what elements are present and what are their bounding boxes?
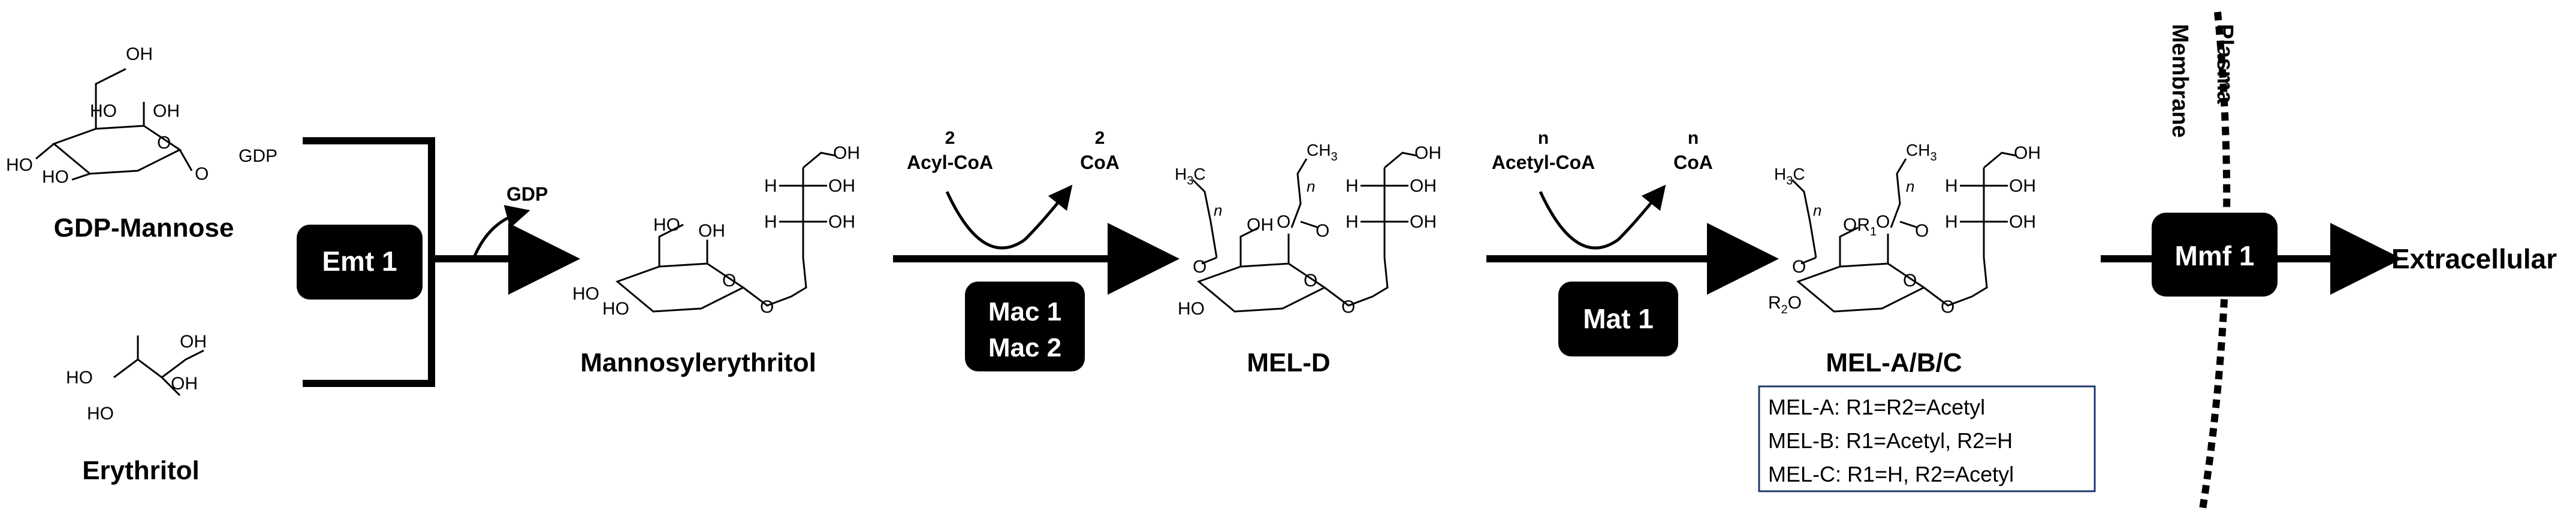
mmf1-enzyme-box: [2152, 213, 2278, 297]
mel-abc-structure: [1791, 152, 2017, 313]
me-ho-2: HO: [602, 299, 629, 319]
melabc-or1: OR1: [1843, 215, 1877, 238]
erythritol-oh-2: OH: [171, 374, 198, 394]
meld-oh-2: OH: [1410, 176, 1437, 196]
me-oh-top: OH: [833, 143, 860, 163]
coa-out-label-1: CoA: [1080, 152, 1120, 173]
meld-n-2: n: [1307, 177, 1315, 195]
meld-oh-3: OH: [1410, 212, 1437, 232]
gdp-mannose-ho-left: HO: [6, 155, 33, 175]
me-ho-1: HO: [572, 284, 599, 304]
gdp-mannose-ho-mid: HO: [90, 101, 117, 121]
acetyl-coa-count: n: [1538, 128, 1549, 148]
acyl-coa-label: Acyl-CoA: [907, 152, 993, 173]
erythritol-ho-1: HO: [66, 368, 93, 388]
gdp-mannose-ring-o: O: [157, 133, 171, 153]
coa-out-count-2: n: [1688, 128, 1699, 148]
me-oh-1: HO: [653, 215, 680, 235]
meld-o-3: O: [1193, 257, 1206, 277]
me-ring-o: O: [722, 271, 736, 291]
melabc-oh-3: OH: [2009, 212, 2036, 232]
melabc-r2o: R2O: [1768, 293, 1802, 316]
melabc-o-ester: O: [1915, 221, 1929, 241]
meld-ring-o: O: [1304, 271, 1317, 291]
meld-o-ester: O: [1316, 221, 1329, 241]
erythritol-label: Erythritol: [82, 456, 200, 485]
meld-oh-1: OH: [1247, 215, 1274, 235]
legend-mel-b: MEL-B: R1=Acetyl, R2=H: [1768, 428, 2013, 453]
melabc-n-1: n: [1813, 201, 1821, 219]
meld-h3c: H3C: [1175, 165, 1206, 188]
melabc-h-2: H: [1945, 212, 1958, 232]
melabc-oh-top: OH: [2014, 143, 2041, 163]
acyl-coa-arc: [945, 185, 1073, 250]
gdp-mannose-ho-bottom: HO: [42, 167, 69, 187]
gdp-mannose-oh-top: OH: [126, 44, 153, 64]
acyl-coa-count: 2: [945, 128, 955, 148]
legend-mel-a: MEL-A: R1=R2=Acetyl: [1768, 395, 1985, 419]
melabc-n-2: n: [1906, 177, 1914, 195]
extracellular-label: Extracellular: [2391, 243, 2557, 274]
gdp-release-arrow: [472, 205, 530, 259]
melabc-oh-2: OH: [2009, 176, 2036, 196]
melabc-ch3: CH3: [1906, 141, 1937, 164]
mel-variants-legend-box: [1758, 385, 2096, 492]
mat1-enzyme-box: [1558, 282, 1678, 356]
me-h-2: H: [764, 212, 777, 232]
mmf1-enzyme-label: Mmf 1: [2175, 240, 2255, 271]
mac2-enzyme-label: Mac 2: [988, 333, 1061, 362]
gdp-mannose-o-gdp: O: [195, 164, 209, 184]
emt1-enzyme-label: Emt 1: [322, 246, 397, 277]
melabc-ring-o: O: [1903, 271, 1917, 291]
erythritol-structure: [113, 335, 204, 397]
gdp-mannose-gdp-group: GDP: [239, 146, 277, 166]
acetyl-coa-arc: [1539, 185, 1666, 250]
gdp-mannose-oh-right: OH: [153, 101, 180, 121]
melabc-glyco-o: O: [1941, 297, 1954, 317]
emt1-enzyme-box: [297, 225, 423, 300]
erythritol-oh-1: OH: [180, 332, 207, 352]
meld-h-1: H: [1346, 176, 1359, 196]
me-oh-3: OH: [828, 176, 855, 196]
meld-h-2: H: [1346, 212, 1359, 232]
gdp-release-label: GDP: [506, 183, 548, 205]
mac-enzyme-box: [965, 282, 1085, 371]
mannosylerythritol-structure: [616, 152, 837, 313]
mannosylerythritol-label: Mannosylerythritol: [580, 348, 816, 377]
acetyl-coa-label: Acetyl-CoA: [1492, 152, 1595, 173]
gdp-mannose-label: GDP-Mannose: [54, 213, 234, 243]
me-oh-2: OH: [698, 221, 725, 241]
melabc-o-3: O: [1792, 257, 1806, 277]
coa-out-count-1: 2: [1095, 128, 1105, 148]
me-oh-4: OH: [828, 212, 855, 232]
gdp-mannose-structure: [35, 68, 193, 181]
meld-o-2: O: [1277, 212, 1290, 232]
meld-ho-1: HO: [1178, 299, 1205, 319]
me-h-1: H: [764, 176, 777, 196]
meld-oh-top: OH: [1414, 143, 1441, 163]
meld-n-1: n: [1214, 201, 1222, 219]
mel-d-label: MEL-D: [1247, 348, 1330, 377]
mel-abc-label: MEL-A/B/C: [1826, 348, 1962, 377]
mac1-enzyme-label: Mac 1: [988, 297, 1061, 326]
mel-d-structure: [1192, 152, 1418, 313]
me-glyco-o: O: [760, 297, 774, 317]
meld-glyco-o: O: [1341, 297, 1355, 317]
melabc-h3c: H3C: [1774, 165, 1805, 188]
melabc-h-1: H: [1945, 176, 1958, 196]
erythritol-ho-2: HO: [87, 404, 114, 424]
coa-out-label-2: CoA: [1673, 152, 1713, 173]
meld-ch3: CH3: [1307, 141, 1338, 164]
melabc-o-2: O: [1876, 212, 1890, 232]
legend-mel-c: MEL-C: R1=H, R2=Acetyl: [1768, 462, 2014, 486]
membrane-label-membrane: Membrane: [2167, 24, 2192, 138]
membrane-label-plasma: Plasma: [2212, 24, 2237, 104]
mat1-enzyme-label: Mat 1: [1583, 303, 1654, 334]
